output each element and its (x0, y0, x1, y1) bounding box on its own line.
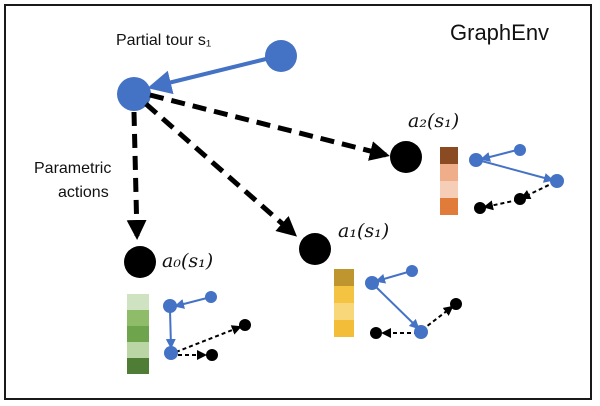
feature-cell-a1 (334, 286, 354, 303)
action-label-a1: a₁(s₁) (338, 220, 390, 242)
feature-vector-a2 (440, 147, 458, 215)
feature-vector-a1 (334, 269, 354, 337)
action-label-a0: a₀(s₁) (162, 250, 214, 272)
action-node-a0 (124, 246, 156, 278)
feature-cell-a2 (440, 147, 458, 164)
mini-graph-a0 (163, 291, 251, 361)
graph-env-frame (4, 4, 592, 400)
feature-vector-a0 (127, 294, 149, 374)
parametric-actions-label-line2: actions (58, 184, 109, 201)
feature-cell-a2 (440, 181, 458, 198)
feature-cell-a0 (127, 294, 149, 310)
feature-cell-a1 (334, 303, 354, 320)
action-node-a2 (390, 141, 422, 173)
partial-tour-label: Partial tour s₁ (116, 32, 211, 50)
mini-graph-a1 (365, 265, 462, 339)
parametric-actions-label-line1: Parametric (34, 160, 112, 177)
feature-cell-a1 (334, 269, 354, 286)
tour-start-node (265, 40, 297, 72)
action-edge-a1 (144, 102, 298, 237)
tour-edge (147, 56, 271, 95)
feature-cell-a2 (440, 164, 458, 181)
feature-cell-a1 (334, 320, 354, 337)
mini-graph-a2 (469, 144, 564, 214)
feature-cell-a0 (127, 342, 149, 358)
action-edge-a0 (126, 111, 147, 240)
partial-tour-text: Partial tour s₁ (116, 32, 212, 49)
action-edge-a2 (149, 92, 390, 161)
current-tour-node (117, 77, 151, 111)
env-title: GraphEnv (450, 20, 550, 45)
action-label-a2: a₂(s₁) (408, 110, 460, 132)
feature-cell-a0 (127, 326, 149, 342)
feature-cell-a2 (440, 198, 458, 215)
action-node-a1 (299, 233, 331, 265)
feature-cell-a0 (127, 358, 149, 374)
feature-cell-a0 (127, 310, 149, 326)
